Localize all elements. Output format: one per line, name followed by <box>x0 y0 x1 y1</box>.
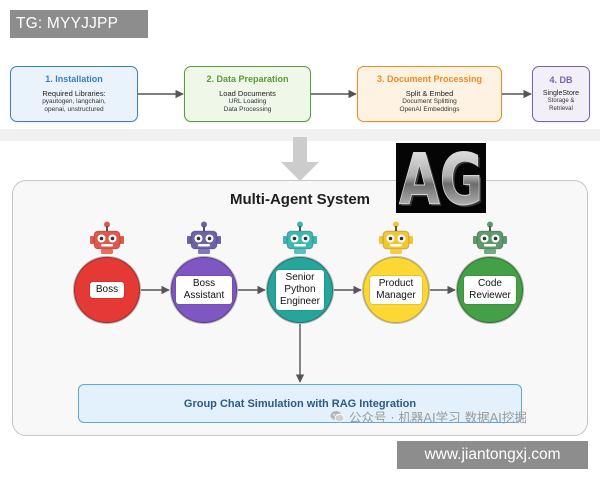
agent-label-line: Boss <box>192 278 216 289</box>
agent-label-line: Manager <box>376 290 416 301</box>
pipeline-step-db: 4. DB SingleStore Storage & Retrieval <box>532 66 590 122</box>
divider-band <box>0 129 600 141</box>
panel-title: Multi-Agent System <box>229 191 370 208</box>
step-line: OpenAI Embeddings <box>399 106 460 113</box>
pipeline-step-installation: 1. Installation Required Libraries: pyau… <box>10 66 138 122</box>
step-line: SingleStore <box>542 90 580 97</box>
step-title: 4. DB <box>549 75 573 85</box>
wechat-icon <box>330 410 345 422</box>
step-line: Split & Embed <box>405 89 454 98</box>
ag-logo: AG AG <box>396 143 486 213</box>
robot-icon <box>186 221 222 255</box>
robot-icon <box>378 221 414 255</box>
agent-label-line: Senior <box>285 272 315 283</box>
agent-label-senior-python-engineer: Senior Python Engineer <box>276 270 324 310</box>
agent-label-line: Code <box>478 278 502 289</box>
step-line: Document Splitting <box>402 98 457 105</box>
logo-text: AG <box>399 143 483 213</box>
robot-icon <box>282 221 318 255</box>
step-title: 1. Installation <box>45 74 103 84</box>
step-line: pyautogen, langchain, <box>42 98 106 105</box>
agent-label-boss-assistant: Boss Assistant <box>176 276 232 304</box>
step-title: 3. Document Processing <box>376 74 483 84</box>
robot-icon <box>472 221 508 255</box>
big-down-arrow <box>281 137 319 181</box>
agent-label-boss: Boss <box>90 282 124 298</box>
step-line: Required Libraries: <box>42 89 106 98</box>
tg-tag: TG: MYYJJPP <box>10 10 148 38</box>
robot-icon <box>89 221 125 255</box>
agent-label-line: Assistant <box>183 290 225 301</box>
step-line: Load Documents <box>219 89 276 98</box>
step-line: openai, unstructured <box>44 106 104 113</box>
step-title: 2. Data Preparation <box>206 74 289 84</box>
step-line: Storage & <box>547 98 575 104</box>
agent-label-line: Boss <box>95 284 119 295</box>
agent-label-product-manager: Product Manager <box>370 276 422 304</box>
watermark: 公众号 · 机器AI学习 数据AI挖掘 <box>330 407 585 425</box>
agent-label-line: Python <box>284 284 316 295</box>
agent-label-line: Engineer <box>279 296 321 307</box>
step-line: URL Loading <box>228 98 267 105</box>
group-chat-box: Group Chat Simulation with RAG Integrati… <box>78 384 522 423</box>
agent-label-line: Reviewer <box>469 290 511 301</box>
step-line: Data Processing <box>223 106 272 113</box>
step-line: Retrieval <box>549 105 573 112</box>
website-tag: www.jiantongxj.com <box>397 441 588 469</box>
ag-logo-graphic: AG AG <box>399 143 486 213</box>
agent-label-line: Product <box>378 278 414 289</box>
pipeline-step-document-processing: 3. Document Processing Split & Embed Doc… <box>357 66 502 122</box>
logo-shadow: AG <box>401 143 485 213</box>
agent-label-code-reviewer: Code Reviewer <box>464 276 516 304</box>
watermark-text: 公众号 · 机器AI学习 数据AI挖掘 <box>349 409 527 425</box>
pipeline-step-data-preparation: 2. Data Preparation Load Documents URL L… <box>184 66 311 122</box>
